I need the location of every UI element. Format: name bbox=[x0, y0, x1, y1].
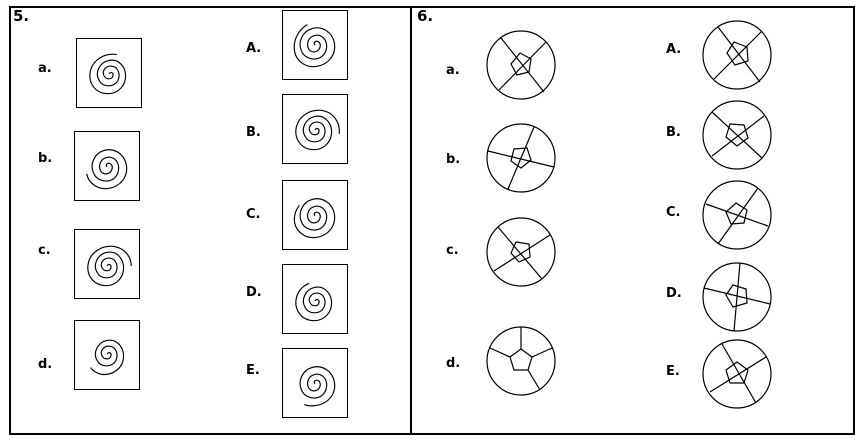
circle-pentagon-figure bbox=[486, 123, 556, 193]
worksheet-frame bbox=[9, 6, 855, 435]
q6-problem-figure-a bbox=[484, 28, 558, 102]
q5-answer-figure-a bbox=[282, 10, 348, 80]
q6-answer-label-c: C. bbox=[666, 205, 681, 220]
q6-answer-figure-e bbox=[700, 337, 774, 411]
q6-answer-label-d: D. bbox=[666, 286, 682, 301]
column-divider bbox=[410, 6, 412, 435]
spiral-figure bbox=[90, 339, 125, 375]
circle-pentagon-figure bbox=[702, 180, 772, 250]
question-5-number: 5. bbox=[13, 7, 30, 25]
spiral-figure bbox=[89, 53, 127, 95]
q6-answer-figure-a bbox=[700, 18, 774, 92]
spiral-figure bbox=[293, 198, 336, 239]
q6-answer-figure-d bbox=[700, 260, 774, 334]
q5-answer-label-a: A. bbox=[246, 41, 262, 56]
q5-problem-label-b: b. bbox=[38, 151, 53, 166]
spiral-figure bbox=[299, 366, 336, 407]
q6-problem-figure-c bbox=[484, 215, 558, 289]
q6-answer-figure-b bbox=[700, 98, 774, 172]
q5-answer-label-c: C. bbox=[246, 207, 261, 222]
q6-answer-label-b: B. bbox=[666, 125, 681, 140]
circle-pentagon-figure bbox=[486, 30, 556, 100]
q5-problem-label-a: a. bbox=[38, 61, 52, 76]
q5-answer-figure-d bbox=[282, 264, 348, 334]
q6-problem-label-a: a. bbox=[446, 63, 460, 78]
question-6-number: 6. bbox=[417, 7, 434, 25]
q5-answer-figure-c bbox=[282, 180, 348, 250]
spiral-figure bbox=[295, 109, 340, 151]
q6-problem-label-b: b. bbox=[446, 152, 461, 167]
q6-problem-label-c: c. bbox=[446, 243, 459, 258]
spiral-figure bbox=[295, 282, 333, 322]
q5-problem-figure-c bbox=[74, 229, 140, 299]
q6-problem-label-d: d. bbox=[446, 356, 461, 371]
q5-answer-label-b: B. bbox=[246, 125, 261, 140]
spiral-figure bbox=[86, 149, 128, 190]
q6-problem-figure-b bbox=[484, 121, 558, 195]
q6-answer-figure-c bbox=[700, 178, 774, 252]
q5-answer-label-e: E. bbox=[246, 363, 260, 378]
q5-problem-label-d: d. bbox=[38, 357, 53, 372]
q6-problem-figure-d bbox=[484, 324, 558, 398]
q5-answer-figure-b bbox=[282, 94, 348, 164]
q5-problem-figure-b bbox=[74, 131, 140, 201]
circle-pentagon-figure bbox=[486, 217, 556, 287]
circle-pentagon-figure bbox=[702, 100, 772, 170]
circle-pentagon-figure bbox=[702, 339, 772, 409]
circle-pentagon-figure bbox=[486, 326, 556, 396]
q5-answer-label-d: D. bbox=[246, 285, 262, 300]
q5-problem-figure-a bbox=[76, 38, 142, 108]
spiral-figure bbox=[87, 245, 132, 287]
q5-problem-label-c: c. bbox=[38, 243, 51, 258]
q5-problem-figure-d bbox=[74, 320, 140, 390]
q6-answer-label-a: A. bbox=[666, 42, 682, 57]
circle-pentagon-figure bbox=[702, 262, 772, 332]
circle-pentagon-figure bbox=[702, 20, 772, 90]
q6-answer-label-e: E. bbox=[666, 364, 680, 379]
q5-answer-figure-e bbox=[282, 348, 348, 418]
spiral-figure bbox=[293, 24, 336, 68]
